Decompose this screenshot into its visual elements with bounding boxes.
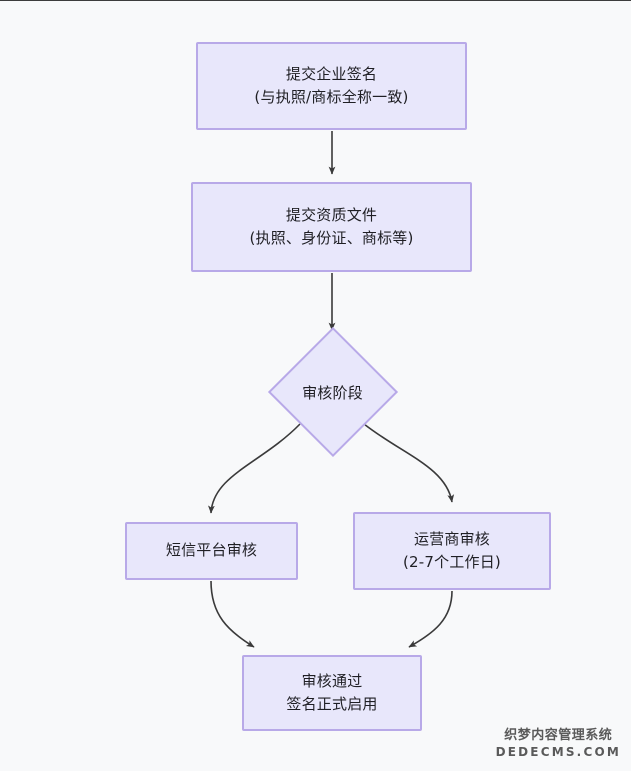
edge-carrier-review-to-review-passed xyxy=(408,590,453,648)
node-carrier-review-line-2: (2-7个工作日) xyxy=(402,553,501,571)
watermark-en: DEDECMS.COM xyxy=(495,744,621,759)
watermark: 织梦内容管理系统 DEDECMS.COM xyxy=(496,728,621,759)
node-review-passed-line-2: 签名正式启用 xyxy=(286,695,378,713)
node-submit-documents-line-1: 提交资质文件 xyxy=(285,205,378,224)
node-review-passed-line-1: 审核通过 xyxy=(301,671,363,690)
node-submit-signature-line-2: (与执照/商标全称一致) xyxy=(254,88,409,106)
node-carrier-review-line-1: 运营商审核 xyxy=(413,529,490,548)
node-submit-signature-line-1: 提交企业签名 xyxy=(285,64,378,83)
node-sms-platform-review-line-1: 短信平台审核 xyxy=(165,541,258,560)
watermark-cn: 织梦内容管理系统 xyxy=(504,728,613,744)
node-review-stage-label: 审核阶段 xyxy=(302,383,363,402)
node-submit-signature[interactable]: 提交企业签名 (与执照/商标全称一致) xyxy=(196,42,467,130)
node-review-passed[interactable]: 审核通过 签名正式启用 xyxy=(242,655,422,731)
node-carrier-review[interactable]: 运营商审核 (2-7个工作日) xyxy=(353,512,551,590)
edge-sms-platform-review-to-review-passed xyxy=(210,580,255,648)
node-review-stage[interactable]: 审核阶段 xyxy=(267,326,398,458)
node-sms-platform-review[interactable]: 短信平台审核 xyxy=(125,522,298,580)
node-submit-documents[interactable]: 提交资质文件 (执照、身份证、商标等) xyxy=(191,182,472,272)
node-submit-documents-line-2: (执照、身份证、商标等) xyxy=(249,229,414,247)
